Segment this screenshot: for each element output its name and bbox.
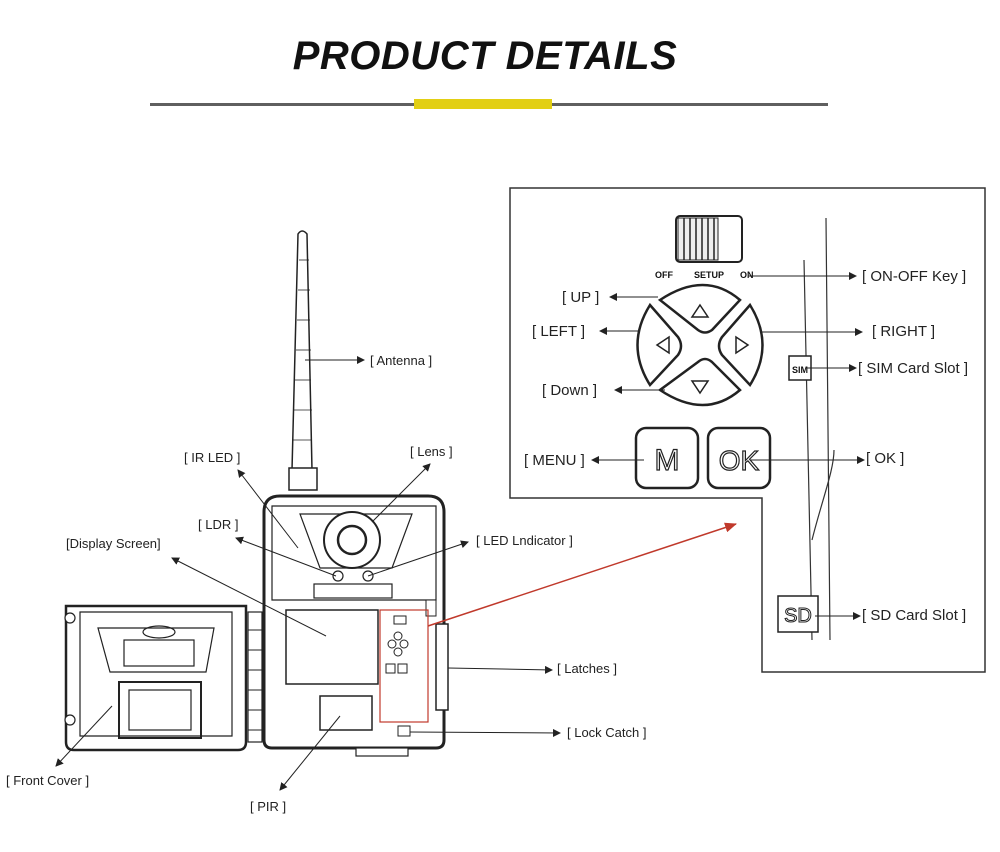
ldr-label: [ LDR ] — [198, 517, 238, 532]
switch-off-label: OFF — [655, 270, 673, 280]
left-label: [ LEFT ] — [532, 323, 585, 340]
front-cover-label: [ Front Cover ] — [6, 773, 89, 788]
ok-key — [706, 426, 772, 490]
right-arrow-icon — [735, 335, 750, 355]
camera-body — [262, 494, 446, 750]
pir-label: [ PIR ] — [250, 799, 286, 814]
led-indicator-label: [ LED Lndicator ] — [476, 533, 573, 548]
sd-slot-glyph: SD — [784, 605, 812, 627]
ir-led-label: [ IR LED ] — [184, 450, 240, 465]
power-switch-icon — [675, 215, 743, 263]
switch-setup-label: SETUP — [694, 270, 724, 280]
keypad-highlight — [379, 609, 429, 723]
right-label: [ RIGHT ] — [872, 323, 935, 340]
sim-slot-glyph: SIM — [792, 365, 808, 375]
display-screen — [285, 609, 379, 685]
menu-key — [634, 426, 700, 490]
page-title: PRODUCT DETAILS — [292, 34, 678, 78]
menu-label: [ MENU ] — [524, 452, 585, 469]
up-key — [657, 283, 742, 334]
keypad-panel-outline — [509, 187, 986, 673]
on-off-key-label: [ ON-OFF Key ] — [862, 268, 966, 285]
dpad — [636, 283, 764, 407]
latches-label: [ Latches ] — [557, 661, 617, 676]
down-arrow-icon — [690, 380, 710, 395]
lock-catch-label: [ Lock Catch ] — [567, 725, 646, 740]
antenna — [291, 230, 313, 471]
down-label: [ Down ] — [542, 382, 597, 399]
antenna-label: [ Antenna ] — [370, 353, 432, 368]
down-key — [657, 357, 742, 407]
zoom-pointer — [427, 522, 737, 627]
left-key — [636, 302, 683, 388]
panel-card-edge — [803, 217, 835, 641]
up-label: [ UP ] — [562, 289, 599, 306]
lens-ring — [323, 511, 381, 569]
sd-slot — [777, 595, 819, 633]
menu-key-glyph: M — [655, 444, 680, 477]
right-key — [717, 302, 764, 388]
title-accent-bar — [414, 99, 552, 109]
ok-label: [ OK ] — [866, 450, 904, 467]
left-arrow-icon — [655, 335, 670, 355]
sim-slot-label: [ SIM Card Slot ] — [858, 360, 968, 377]
sd-slot-label: [ SD Card Slot ] — [862, 607, 966, 624]
switch-on-label: ON — [740, 270, 754, 280]
lens-label: [ Lens ] — [410, 444, 453, 459]
up-arrow-icon — [690, 303, 710, 318]
display-screen-label: [Display Screen] — [66, 536, 161, 551]
lens — [336, 524, 368, 556]
